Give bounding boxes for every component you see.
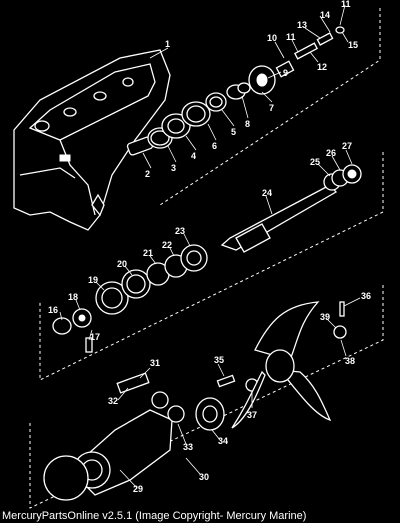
copyright-caption: MercuryPartsOnline v2.5.1 (Image Copyrig… [2,510,307,522]
callout-33: 33 [183,442,193,452]
callout-labels: 1 2 3 4 5 6 7 8 9 10 11 11 12 13 14 15 1… [48,0,371,494]
callout-19: 19 [88,275,98,285]
callout-32: 32 [108,396,118,406]
callout-10: 10 [267,33,277,43]
upper-stack-drawing [126,26,345,156]
callout-8: 8 [245,119,250,129]
callout-15: 15 [348,40,358,50]
callout-4: 4 [191,151,196,161]
callout-17: 17 [90,332,100,342]
callout-13: 13 [297,20,307,30]
callout-34: 34 [218,436,228,446]
callout-7: 7 [269,103,274,113]
callout-23: 23 [175,226,185,236]
carrier-propeller-drawing [43,301,347,501]
callout-16: 16 [48,305,58,315]
callout-31: 31 [150,358,160,368]
callout-9: 9 [283,68,288,78]
gear-housing-drawing [13,49,171,231]
callout-3: 3 [171,163,176,173]
callout-22: 22 [162,240,172,250]
callout-36: 36 [361,291,371,301]
group-boundaries [29,8,384,509]
callout-24: 24 [262,188,272,198]
callout-27: 27 [342,141,352,151]
callout-20: 20 [117,259,127,269]
callout-26: 26 [326,148,336,158]
callout-21: 21 [143,248,153,258]
callout-29: 29 [133,484,143,494]
callout-35: 35 [214,355,224,365]
callout-5: 5 [231,127,236,137]
callout-38: 38 [345,356,355,366]
callout-18: 18 [68,292,78,302]
callout-6: 6 [212,141,217,151]
propshaft-drawing [220,164,362,253]
callout-30: 30 [199,472,209,482]
callout-11: 11 [286,32,296,42]
callout-39: 39 [320,312,330,322]
callout-12: 12 [317,62,327,72]
callout-14: 14 [320,10,330,20]
callout-2: 2 [145,169,150,179]
leader-lines [59,4,361,489]
callout-37: 37 [247,410,257,420]
callout-11-upper: 11 [341,0,351,9]
callout-1: 1 [165,39,170,49]
callout-25: 25 [310,157,320,167]
